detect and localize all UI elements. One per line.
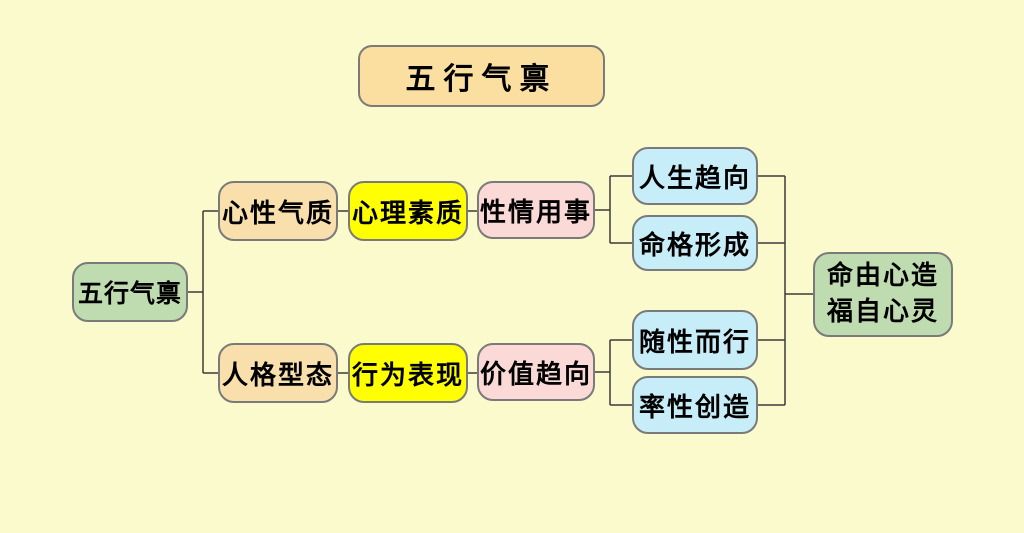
top-branch-leaf2-node: 命格形成: [632, 215, 758, 271]
result-line-2: 福自心灵: [826, 296, 939, 327]
top-branch-leaf1-node: 人生趋向: [632, 147, 758, 205]
top-branch-level2-node: 心理素质: [348, 181, 468, 241]
bottom-branch-leaf1-node: 随性而行: [632, 310, 758, 370]
title-box: 五行气禀: [358, 45, 605, 107]
bottom-branch-leaf2-node: 率性创造: [632, 376, 758, 434]
bottom-branch-level2-node: 行为表现: [348, 343, 468, 403]
root-node: 五行气禀: [72, 262, 188, 322]
bottom-branch-level1-node: 人格型态: [218, 343, 338, 403]
top-branch-level1-node: 心性气质: [218, 181, 338, 241]
result-line-1: 命由心造: [826, 261, 939, 292]
result-node: 命由心造 福自心灵: [813, 252, 953, 337]
top-branch-level3-node: 性情用事: [477, 181, 595, 239]
bottom-branch-level3-node: 价值趋向: [477, 343, 595, 401]
